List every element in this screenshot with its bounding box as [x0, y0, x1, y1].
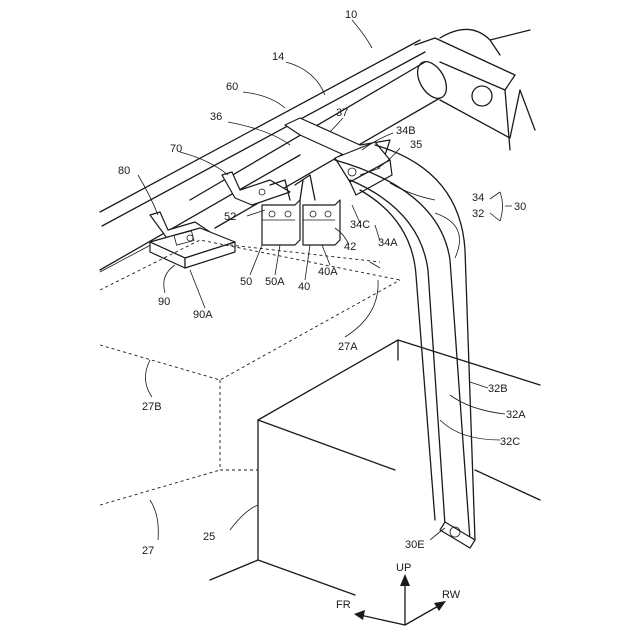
- label-60: 60: [226, 81, 238, 93]
- label-10: 10: [345, 9, 357, 21]
- label-90: 90: [158, 296, 170, 308]
- label-32a: 32A: [506, 409, 526, 421]
- hook-70: [222, 172, 290, 205]
- label-34: 34: [472, 192, 484, 204]
- label-50a: 50A: [265, 276, 285, 288]
- label-30e: 30E: [405, 539, 425, 551]
- label-34c: 34C: [350, 219, 370, 231]
- label-34a: 34A: [378, 237, 398, 249]
- reference-labels: 10 14 60 37 36 34B 35 70 80 34 30 32 52 …: [118, 9, 526, 611]
- label-27b: 27B: [142, 401, 162, 413]
- label-32: 32: [472, 208, 484, 220]
- box-25: [210, 340, 540, 595]
- label-36: 36: [210, 111, 222, 123]
- axis-fr-label: FR: [336, 599, 351, 611]
- label-40a: 40A: [318, 266, 338, 278]
- label-30: 30: [514, 201, 526, 213]
- label-27a: 27A: [338, 341, 358, 353]
- direction-arrows: [354, 574, 446, 625]
- axis-rw-label: RW: [442, 589, 461, 601]
- frame-10: [415, 29, 535, 150]
- label-70: 70: [170, 143, 182, 155]
- leader-lines: [138, 20, 512, 540]
- label-25: 25: [203, 531, 215, 543]
- label-80: 80: [118, 165, 130, 177]
- label-35: 35: [410, 139, 422, 151]
- label-40: 40: [298, 281, 310, 293]
- label-14: 14: [272, 51, 284, 63]
- label-27: 27: [142, 545, 154, 557]
- label-50: 50: [240, 276, 252, 288]
- label-42: 42: [344, 241, 356, 253]
- label-90a: 90A: [193, 309, 213, 321]
- label-34b: 34B: [396, 125, 416, 137]
- label-32c: 32C: [500, 436, 520, 448]
- label-37: 37: [336, 107, 348, 119]
- label-32b: 32B: [488, 383, 508, 395]
- block-40: [295, 175, 340, 245]
- label-52: 52: [224, 211, 236, 223]
- axis-up-label: UP: [396, 562, 411, 574]
